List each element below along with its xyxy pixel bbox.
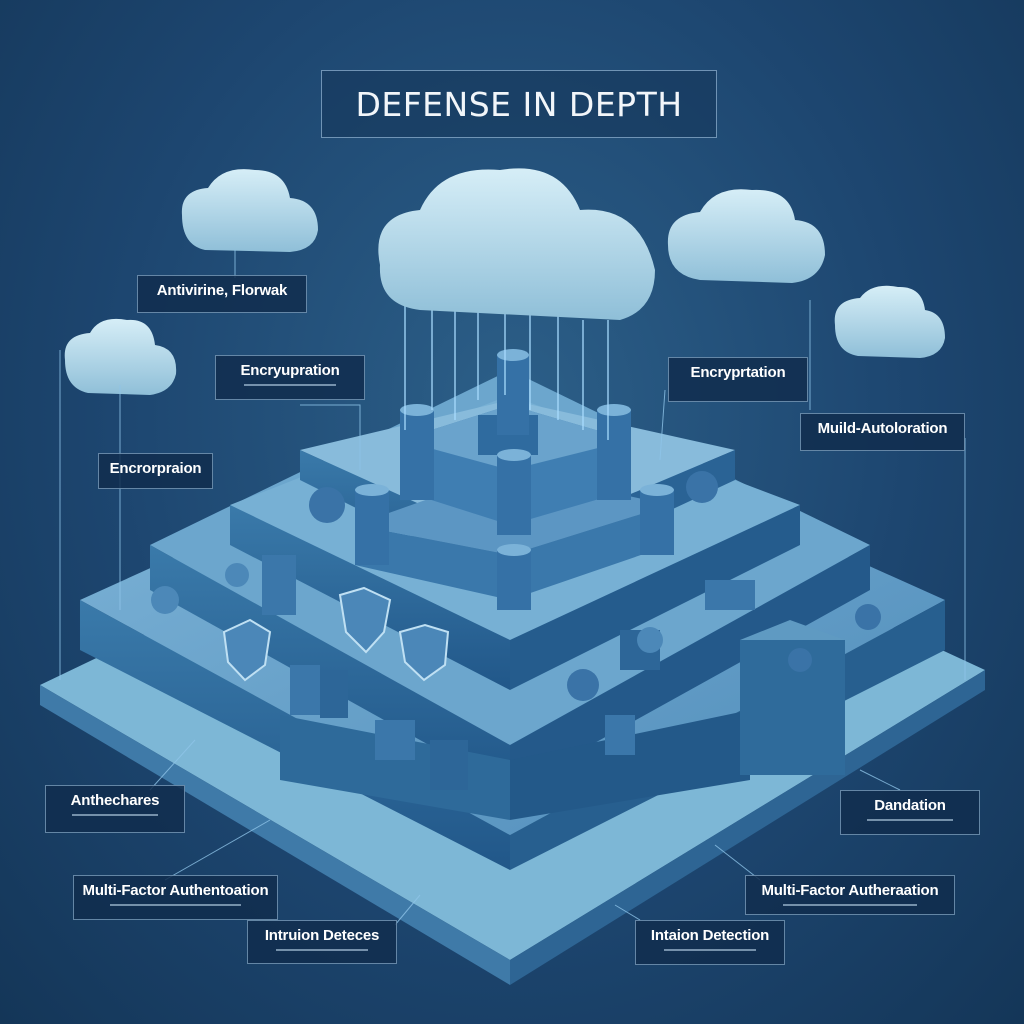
label-architectures: Anthechares xyxy=(45,785,185,833)
label-subtext-bar xyxy=(867,819,953,821)
label-text: Encryupration xyxy=(240,362,340,379)
label-text: Intruion Deteces xyxy=(264,927,380,944)
label-text: Intaion Detection xyxy=(650,927,770,944)
label-subtext-bar xyxy=(110,904,241,906)
callout-lines xyxy=(59,250,966,926)
cloud-icons xyxy=(64,168,945,395)
label-mfa-right-top: Muild-Autoloration xyxy=(800,413,965,451)
label-subtext-bar xyxy=(72,814,158,816)
cloud-right-top-icon xyxy=(667,189,825,283)
label-mfa-bottom-left: Multi-Factor Authentoation xyxy=(73,875,278,920)
label-intrusion-bottom-right: Intaion Detection xyxy=(635,920,785,965)
shield-icons xyxy=(222,586,450,682)
label-text: Dandation xyxy=(874,797,946,814)
label-text: Muild-Autoloration xyxy=(817,420,948,437)
big-cloud-icon xyxy=(378,168,655,320)
label-subtext-bar xyxy=(782,904,918,906)
label-encryption-right: Encryprtation xyxy=(668,357,808,402)
data-beams xyxy=(404,285,609,440)
label-text: Multi-Factor Authentoation xyxy=(82,882,269,899)
cloud-right-icon xyxy=(834,285,945,358)
label-text: Encryprtation xyxy=(690,364,786,381)
page-title: DEFENSE IN DEPTH xyxy=(355,84,683,124)
label-text: Anthechares xyxy=(70,792,160,809)
label-text: Antivirine, Florwak xyxy=(156,282,288,299)
label-subtext-bar xyxy=(243,384,337,386)
label-deduplation: Dandation xyxy=(840,790,980,835)
cloud-left-top-icon xyxy=(181,169,318,252)
title-box: DEFENSE IN DEPTH xyxy=(321,70,717,138)
label-antivirus-firewall: Antivirine, Florwak xyxy=(137,275,307,313)
label-encryption-left-outer: Encrorpraion xyxy=(98,453,213,489)
cloud-left-icon xyxy=(64,318,177,395)
castle xyxy=(355,349,674,610)
label-intrusion-bottom-left: Intruion Deteces xyxy=(247,920,397,964)
label-text: Multi-Factor Autheraation xyxy=(761,882,939,899)
label-mfa-bottom-right: Multi-Factor Autheraation xyxy=(745,875,955,915)
label-subtext-bar xyxy=(663,949,757,951)
label-encryption-left-inner: Encryupration xyxy=(215,355,365,400)
label-text: Encrorpraion xyxy=(109,460,202,477)
tree-icons xyxy=(151,471,881,701)
label-subtext-bar xyxy=(275,949,369,951)
